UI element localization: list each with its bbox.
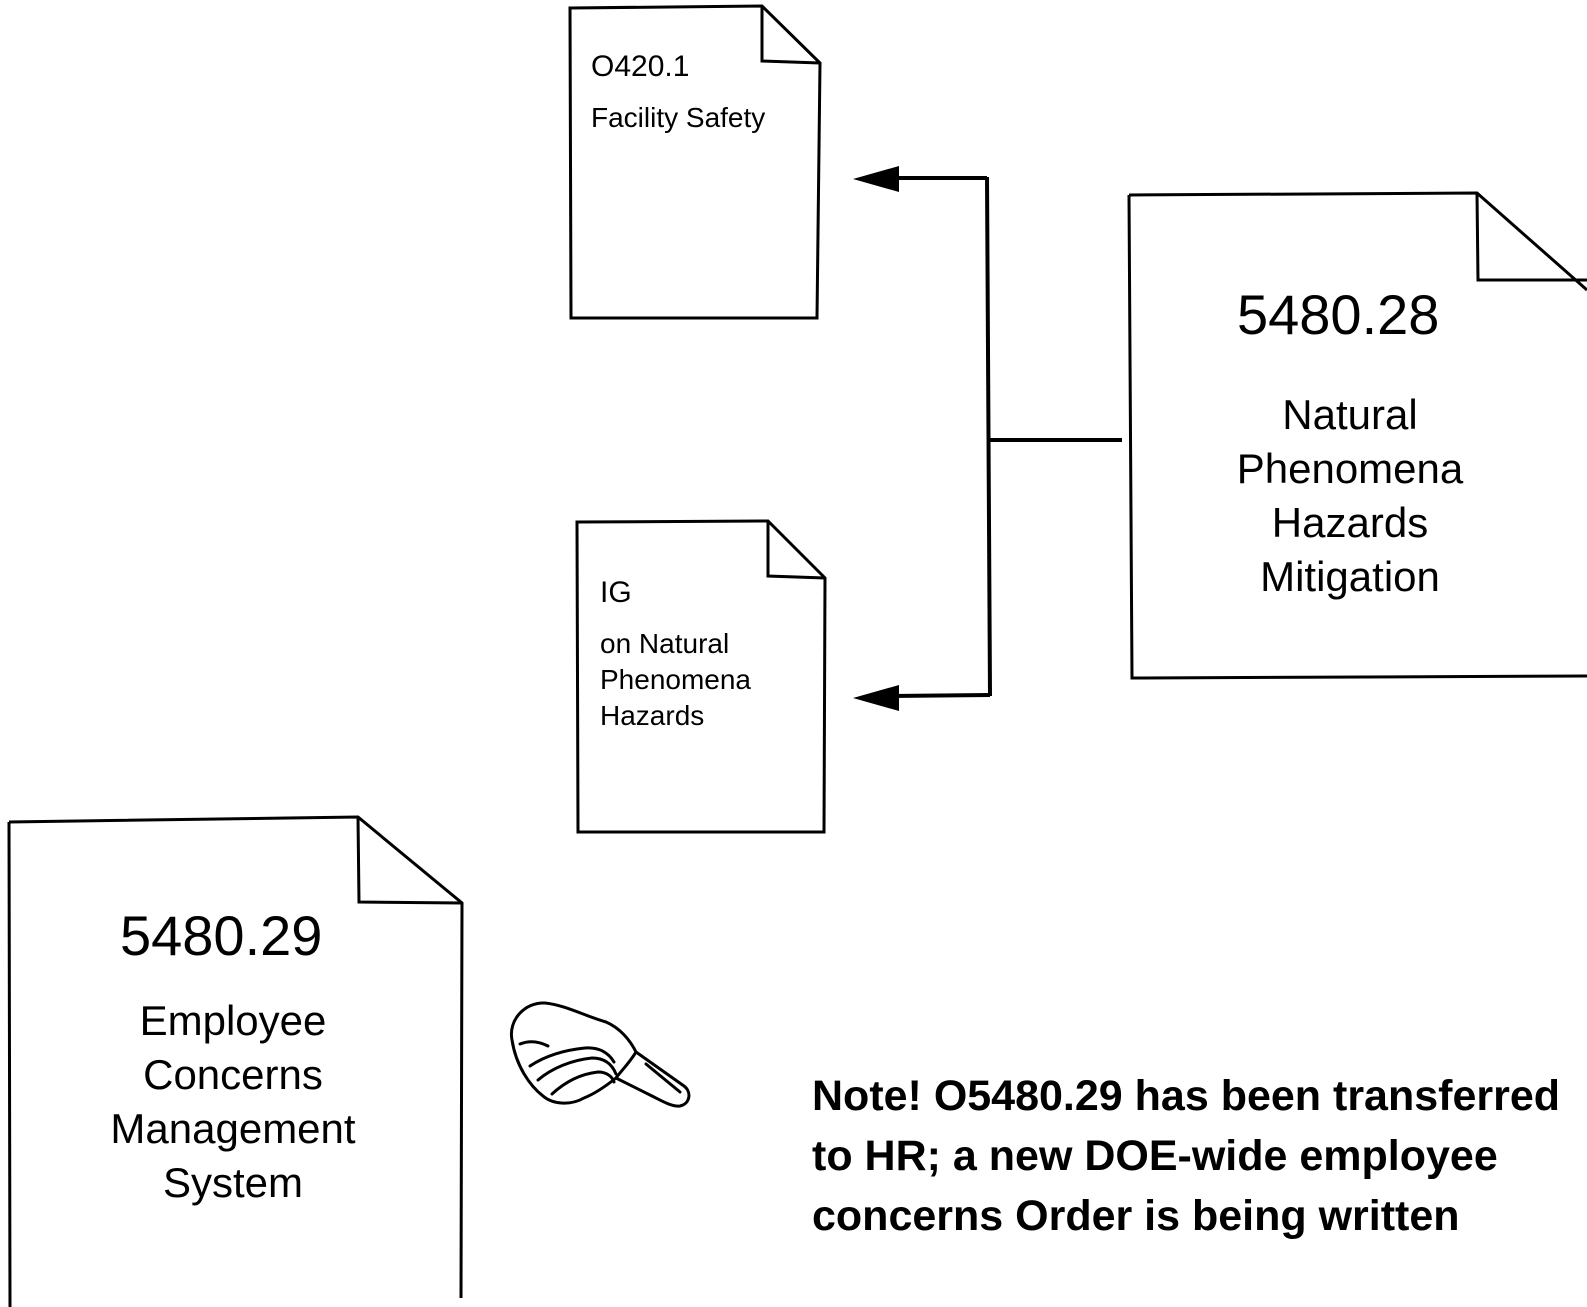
pointing-hand-icon xyxy=(509,1001,691,1108)
doc-5480-28-title-line-4: Mitigation xyxy=(1260,553,1440,600)
doc-5480-29-shape xyxy=(7,815,464,1307)
doc-5480-28-shape xyxy=(1127,191,1587,680)
arrow-to-o420-icon xyxy=(853,166,899,192)
arrow-to-ig-icon xyxy=(853,685,899,711)
doc-ig-title-line-3: Hazards xyxy=(600,700,705,731)
doc-o420-number: O420.1 xyxy=(591,50,690,83)
note-line-1: Note! O5480.29 has been transferred xyxy=(812,1072,1561,1120)
connector-lines xyxy=(889,176,1122,698)
doc-5480-28-title-line-1: Natural xyxy=(1282,391,1418,438)
doc-ig-title-line-2: Phenomena xyxy=(600,664,752,695)
doc-5480-28-number: 5480.28 xyxy=(1237,283,1440,346)
transfer-note: Note! O5480.29 has been transferred to H… xyxy=(812,1066,1587,1246)
doc-5480-29-title-line-1: Employee xyxy=(139,997,327,1044)
note-line-3: concerns Order is being written xyxy=(812,1192,1460,1240)
doc-5480-29-title: Employee Concerns Management System xyxy=(83,994,383,1210)
doc-5480-28-title-line-2: Phenomena xyxy=(1236,445,1464,492)
doc-ig-shape xyxy=(575,519,827,834)
doc-5480-29-title-line-2: Concerns xyxy=(143,1051,323,1098)
doc-5480-29-title-line-3: Management xyxy=(110,1105,356,1152)
doc-ig-title-line-1: on Natural xyxy=(600,628,730,659)
doc-o420-shape xyxy=(568,4,822,320)
doc-5480-28-title: Natural Phenomena Hazards Mitigation xyxy=(1199,388,1501,604)
note-line-2: to HR; a new DOE-wide employee xyxy=(812,1132,1498,1180)
doc-5480-29-title-line-4: System xyxy=(162,1159,304,1206)
doc-ig-number: IG xyxy=(600,576,632,609)
doc-o420-title: Facility Safety xyxy=(591,102,766,133)
doc-5480-28-title-line-3: Hazards xyxy=(1271,499,1429,546)
doc-5480-29-number: 5480.29 xyxy=(120,904,323,967)
